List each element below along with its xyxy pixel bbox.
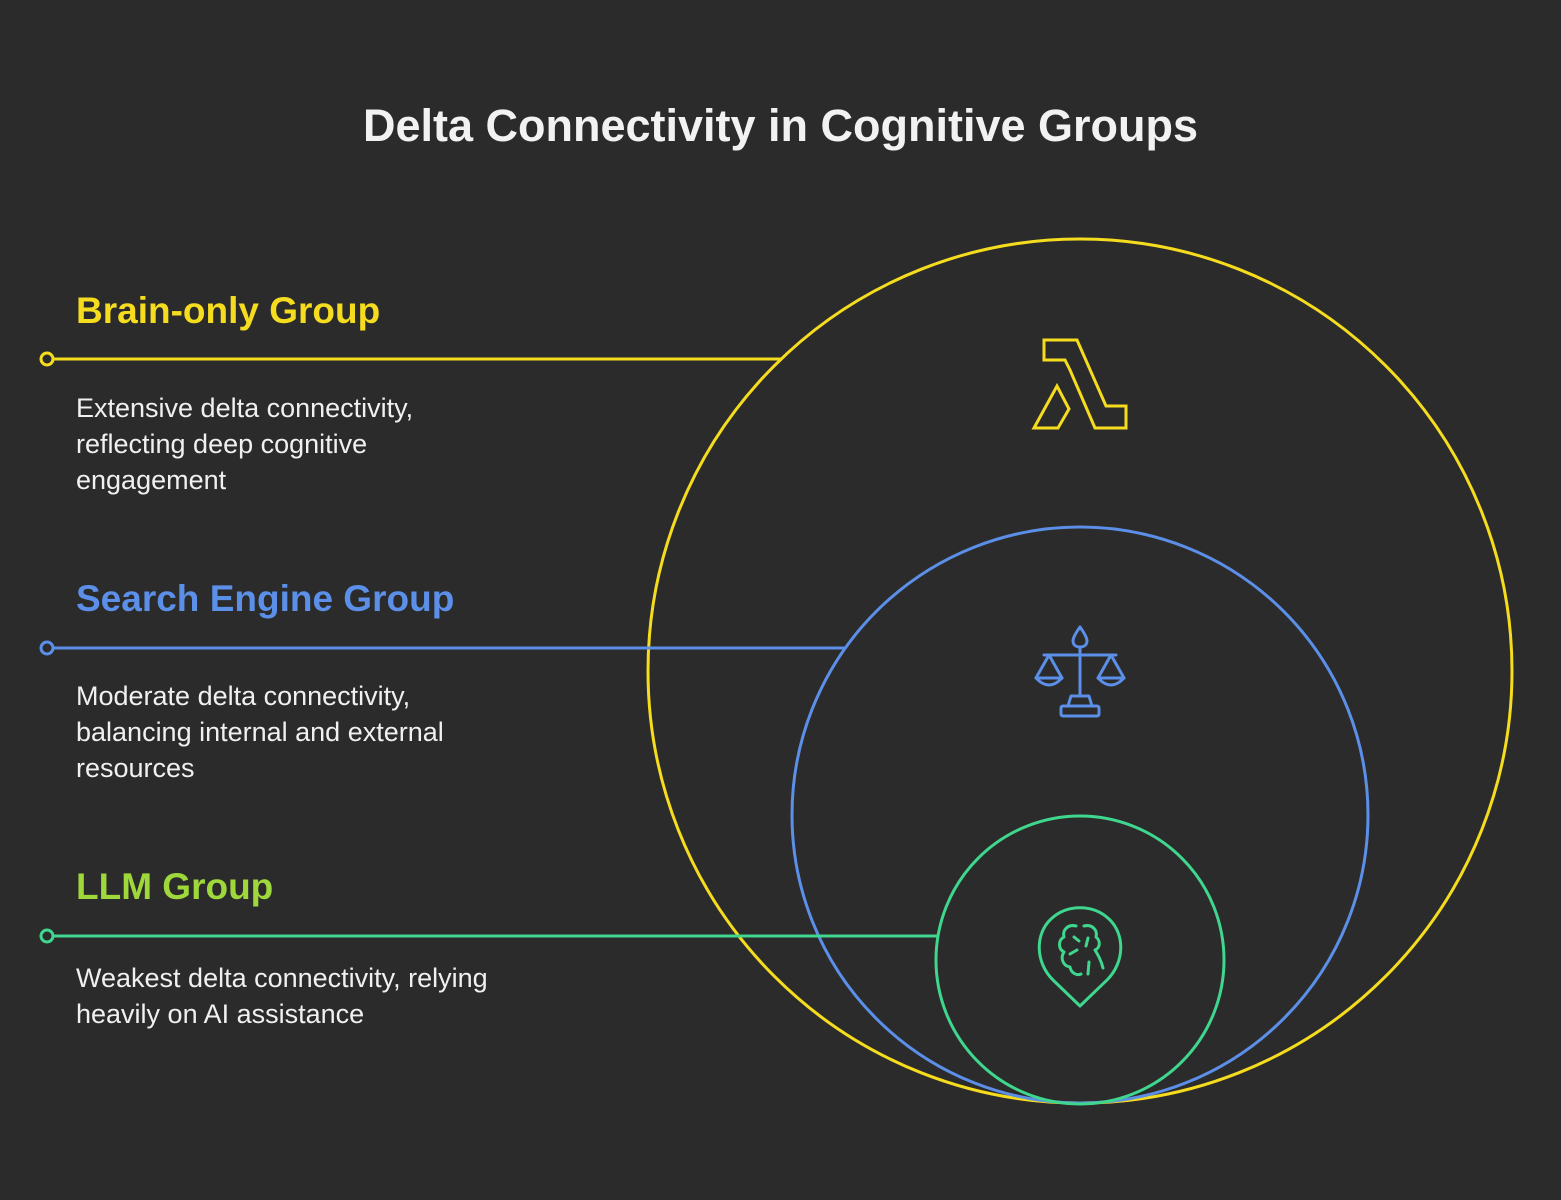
search-engine-connector-dot	[39, 640, 55, 656]
page-title: Delta Connectivity in Cognitive Groups	[362, 100, 1199, 151]
search-engine-description: Moderate delta connectivity, balancing i…	[76, 681, 444, 783]
balance-scale-icon	[1034, 625, 1126, 718]
lambda-icon	[1031, 338, 1128, 430]
brain-pin-icon	[1037, 906, 1123, 1008]
llm-circle	[934, 814, 1226, 1106]
search-engine-heading: Search Engine Group	[76, 578, 455, 619]
llm-description: Weakest delta connectivity, relying heav…	[76, 963, 488, 1029]
brain-only-connector-dot	[39, 351, 55, 367]
brain-only-heading: Brain-only Group	[76, 290, 381, 331]
llm-connector-dot	[39, 928, 55, 944]
llm-heading: LLM Group	[76, 866, 274, 907]
brain-only-description: Extensive delta connectivity, reflecting…	[76, 393, 414, 495]
